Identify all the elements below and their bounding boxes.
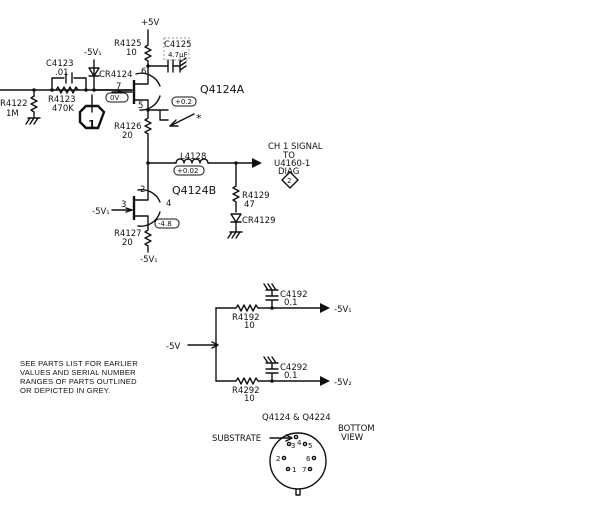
- r4122-ref: R4122: [0, 99, 28, 109]
- pin-label-7: 7: [302, 466, 306, 474]
- pin-5: 5: [138, 101, 143, 111]
- pinout-title: Q4124 & Q4224: [262, 413, 331, 423]
- r4126-value: 20: [122, 131, 133, 141]
- note-line1: SEE PARTS LIST FOR EARLIER: [20, 359, 138, 368]
- cr4129-ref: CR4129: [242, 216, 275, 226]
- diag-diamond: [281, 171, 299, 189]
- output-line3: U4160-1: [274, 159, 310, 169]
- parts-list-note: SEE PARTS LIST FOR EARLIER VALUES AND SE…: [20, 359, 190, 395]
- pinout-view1: BOTTOM: [338, 424, 375, 434]
- c4292-ref: C4292: [280, 363, 308, 373]
- q4124a-ref: Q4124A: [200, 83, 245, 96]
- voltage-gate: 0V: [110, 94, 119, 102]
- pin-label-4: 4: [297, 439, 302, 447]
- voltage-source-b: -4.8: [158, 220, 172, 228]
- r4125-ref: R4125: [114, 39, 142, 49]
- input-network: [0, 59, 133, 130]
- r4192-value: 10: [244, 321, 255, 331]
- pinout-view2: VIEW: [341, 433, 364, 443]
- r4123-value: 470K: [52, 104, 74, 114]
- voltage-output: +0.02: [177, 167, 198, 175]
- grey-outline: [163, 37, 190, 61]
- c4125-value: 4.7µF: [168, 51, 188, 59]
- c4125-ref: C4125: [164, 40, 192, 50]
- r4127-ref: R4127: [114, 229, 142, 239]
- pin-label-6: 6: [306, 455, 311, 463]
- q4124b-ref: Q4124B: [172, 184, 216, 197]
- r4129-ref: R4129: [242, 191, 270, 201]
- r4192-ref: R4192: [232, 313, 260, 323]
- note-line4: OR DEPICTED IN GREY.: [20, 386, 111, 395]
- r4129-value: 47: [244, 200, 255, 210]
- output-line2: TO: [282, 151, 295, 161]
- r4126-ref: R4126: [114, 122, 142, 132]
- pin-4: 4: [166, 199, 171, 209]
- pin-label-3: 3: [291, 442, 295, 450]
- filter-input: -5V: [166, 342, 180, 352]
- c4192-ref: C4192: [280, 290, 308, 300]
- r4123-ref: R4123: [48, 95, 76, 105]
- pin-6: 6: [141, 67, 146, 77]
- transistor-pinout: [269, 432, 327, 496]
- supply-filter: [187, 283, 330, 386]
- pin-2: 2: [140, 185, 145, 195]
- l4128-ref: L4128: [180, 152, 206, 162]
- pin-3: 3: [121, 200, 126, 210]
- output-line1: CH 1 SIGNAL: [268, 142, 323, 152]
- output-line4: DIAG: [278, 167, 299, 177]
- r4292-ref: R4292: [232, 386, 260, 396]
- r4122-value: 1M: [6, 109, 19, 119]
- voltage-tags: [105, 92, 205, 229]
- cr4124-supply: -5V₁: [84, 48, 102, 58]
- c4123-ref: C4123: [46, 59, 74, 69]
- fet-pair: [111, 29, 262, 253]
- voltage-source-a: +0.2: [175, 98, 192, 106]
- c4123-value: .01: [55, 68, 69, 78]
- r4127-supply: -5V₁: [140, 255, 158, 265]
- pin-label-1: 1: [292, 466, 296, 474]
- c4192-value: 0.1: [284, 298, 298, 308]
- pinout-substrate: SUBSTRATE: [212, 434, 261, 444]
- filter-out1: -5V₁: [334, 305, 352, 315]
- cr4124-ref: CR4124: [99, 70, 132, 80]
- asterisk-marker: *: [196, 112, 202, 125]
- diag-number: 2: [287, 177, 291, 185]
- step-number: 1: [88, 118, 96, 131]
- r4125-value: 10: [126, 48, 137, 58]
- note-line2: VALUES AND SERIAL NUMBER: [20, 368, 136, 377]
- pin-label-2: 2: [276, 455, 280, 463]
- pin-7: 7: [116, 82, 121, 92]
- r4127-value: 20: [122, 238, 133, 248]
- supply-5v-label: +5V: [141, 18, 160, 28]
- pin-label-5: 5: [308, 442, 312, 450]
- filter-out2: -5V₂: [334, 378, 352, 388]
- r4292-value: 10: [244, 394, 255, 404]
- q4124b-supply: -5V₁: [92, 207, 110, 217]
- c4292-value: 0.1: [284, 371, 298, 381]
- note-line3: RANGES OF PARTS OUTLINED: [20, 377, 137, 386]
